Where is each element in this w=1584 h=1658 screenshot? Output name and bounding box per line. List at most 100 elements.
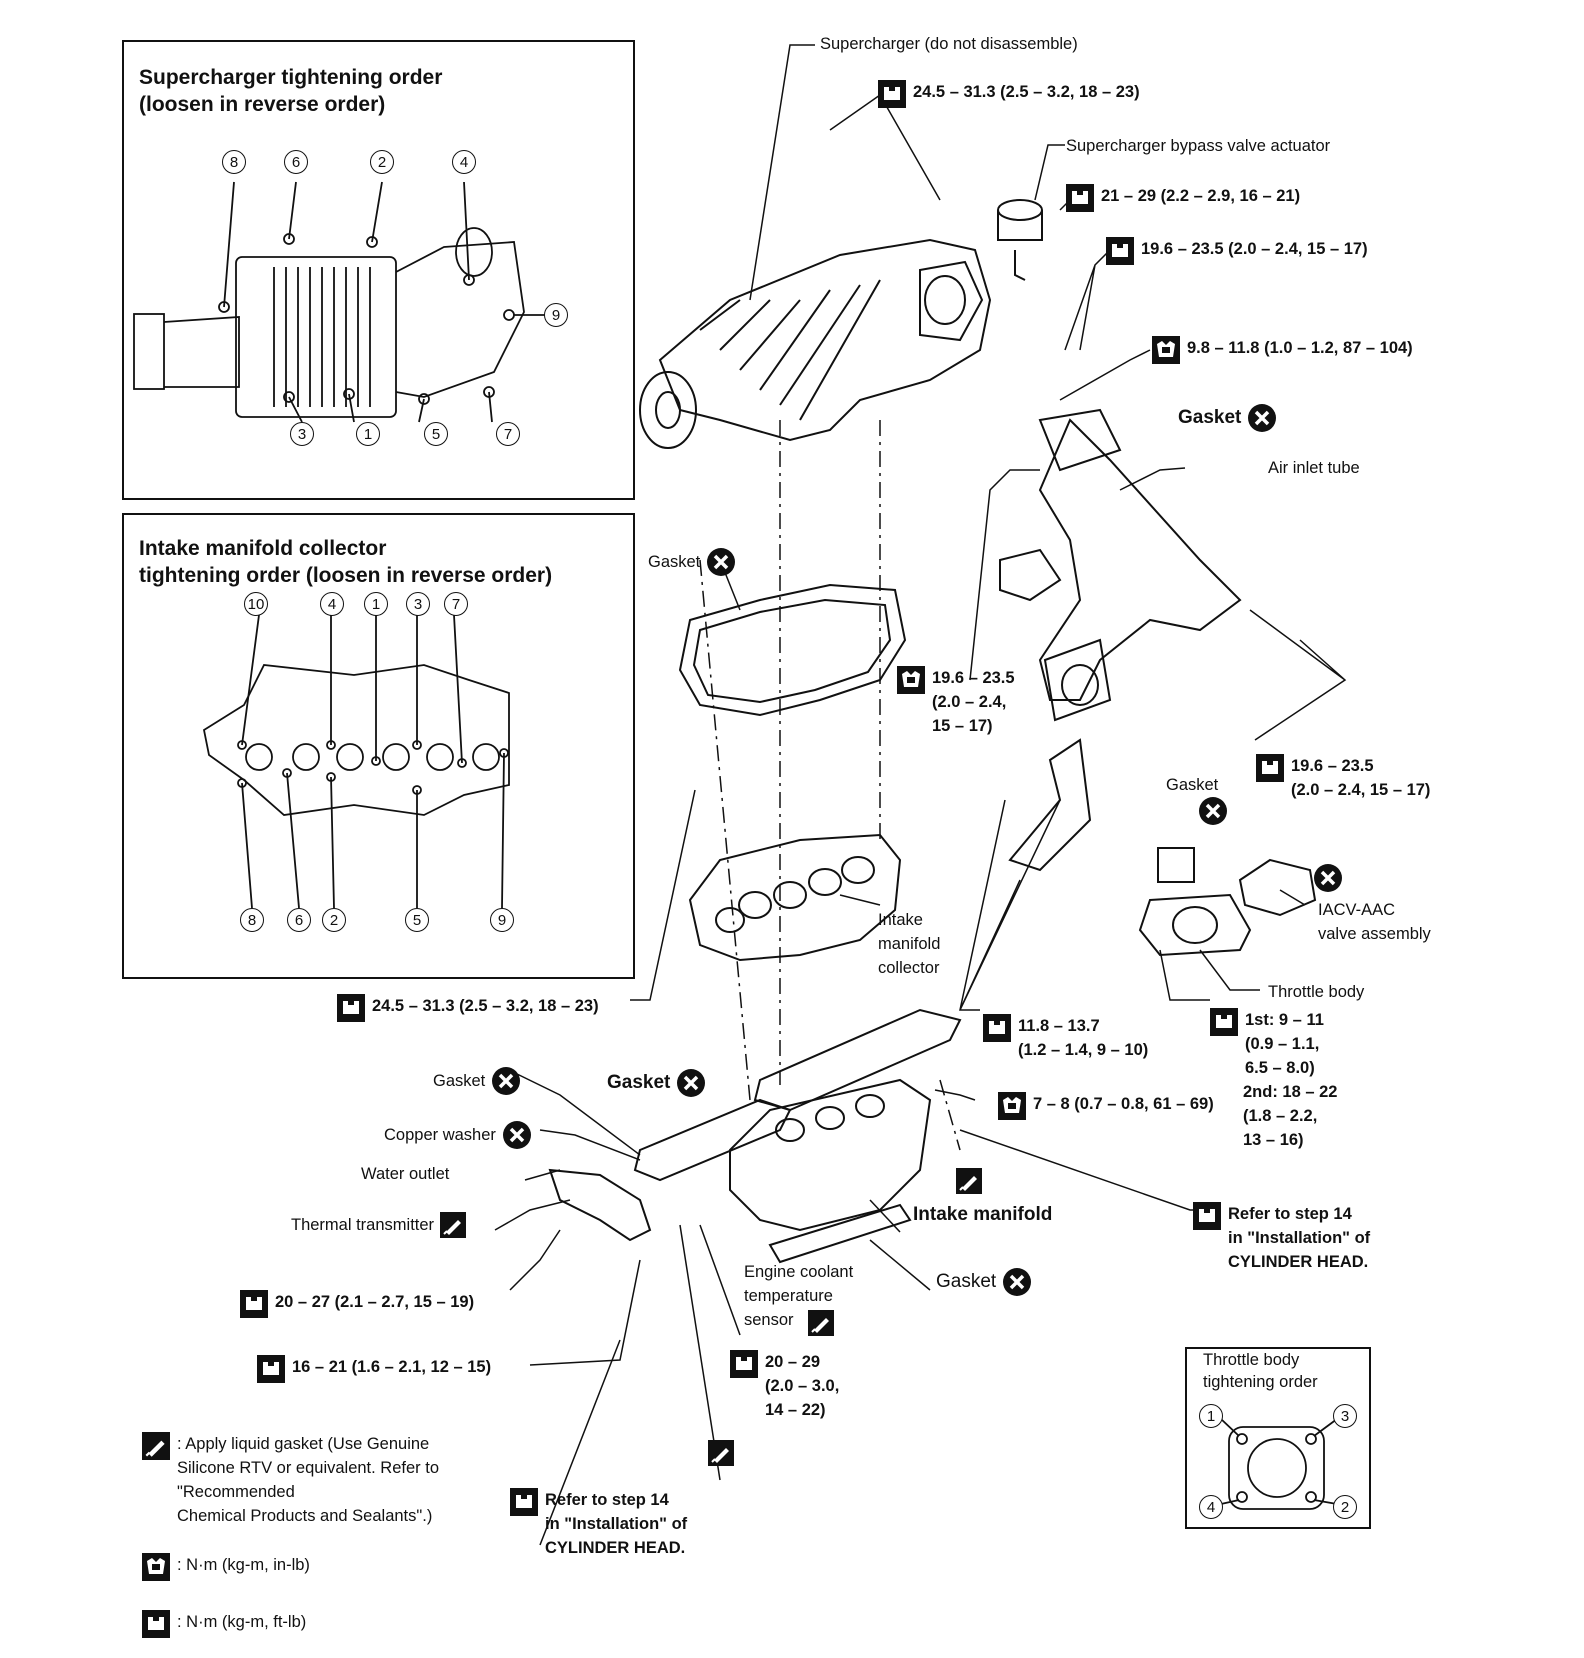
legend-ftlb: : N·m (kg-m, ft-lb) <box>142 1610 306 1638</box>
torque-callout: 21 – 29 (2.2 – 2.9, 16 – 21) <box>1066 184 1300 212</box>
gasket-label: Gasket <box>433 1072 486 1090</box>
torque-ftlb-icon <box>983 1014 1011 1042</box>
liquid-gasket-icon <box>142 1432 170 1460</box>
torque-value-second-stage: 2nd: 18 – 22 (1.8 – 2.2, 13 – 16) <box>1243 1083 1338 1149</box>
torque-inlb-icon <box>897 666 925 694</box>
torque-callout: Refer to step 14 in "Installation" of CY… <box>510 1488 687 1560</box>
torque-value: 19.6 – 23.5 (2.0 – 2.4, 15 – 17) <box>932 669 1015 735</box>
bracket-drawing <box>999 548 1062 602</box>
air-inlet-tube-label: Air inlet tube <box>1268 459 1360 477</box>
gasket-top-right: Gasket <box>1178 403 1277 433</box>
order-number-4: 4 <box>320 592 344 616</box>
gasket-label: Gasket <box>936 1271 997 1292</box>
liquid-gasket-icon <box>708 1440 734 1466</box>
torque-callout: 1st: 9 – 11 (0.9 – 1.1, 6.5 – 8.0) <box>1210 1008 1324 1080</box>
replace-x-icon <box>502 1121 531 1149</box>
gasket-lower-a: Gasket <box>433 1066 521 1096</box>
liquid-gasket-icon <box>440 1212 467 1238</box>
order-number-3: 3 <box>290 422 314 446</box>
torque-callout: 19.6 – 23.5 (2.0 – 2.4, 15 – 17) <box>897 666 1015 738</box>
replace-x-icon <box>1003 1268 1032 1296</box>
copper-washer: Copper washer <box>384 1120 532 1150</box>
torque-value: 19.6 – 23.5 (2.0 – 2.4, 15 – 17) <box>1291 757 1431 799</box>
ect-sensor-label: Engine coolant temperature sensor <box>744 1263 854 1329</box>
collector-order-title: Intake manifold collector tightening ord… <box>139 537 553 587</box>
replace-x-icon <box>1314 864 1342 892</box>
water-outlet-drawing <box>548 1168 652 1242</box>
torque-value: 21 – 29 (2.2 – 2.9, 16 – 21) <box>1101 187 1301 205</box>
torque-callout: 19.6 – 23.5 (2.0 – 2.4, 15 – 17) <box>1256 754 1430 802</box>
gasket-bottom: Gasket <box>936 1267 1032 1297</box>
legend-liquid-gasket: : Apply liquid gasket (Use Genuine Silic… <box>142 1432 439 1528</box>
torque-inlb-icon <box>142 1553 170 1581</box>
intake-manifold-drawing <box>729 1078 932 1264</box>
torque-value: 24.5 – 31.3 (2.5 – 3.2, 18 – 23) <box>372 997 599 1015</box>
supercharger-order-box: Supercharger tightening order (loosen in… <box>122 40 635 500</box>
refer-step-text: Refer to step 14 in "Installation" of CY… <box>545 1491 688 1557</box>
torque-callout: 24.5 – 31.3 (2.5 – 3.2, 18 – 23) <box>337 994 599 1022</box>
throttle-body-label: Throttle body <box>1268 983 1365 1001</box>
lower-gasket-drawing <box>753 1008 962 1112</box>
collector-order-box: Intake manifold collector tightening ord… <box>122 513 635 979</box>
order-number-3: 3 <box>406 592 430 616</box>
legend-inlb-text: : N·m (kg-m, in-lb) <box>177 1556 310 1574</box>
order-number-8: 8 <box>240 908 264 932</box>
torque-inlb-icon <box>1152 336 1180 364</box>
gasket-throttle-label: Gasket <box>1166 776 1219 794</box>
liquid-gasket-icon <box>808 1310 834 1336</box>
leader-lines <box>494 44 1347 1546</box>
torque-inlb-icon <box>998 1092 1026 1120</box>
torque-callout: 19.6 – 23.5 (2.0 – 2.4, 15 – 17) <box>1106 237 1368 265</box>
collector-top-view-drawing <box>202 614 510 909</box>
order-number-7: 7 <box>444 592 468 616</box>
gasket-label: Gasket <box>607 1072 671 1093</box>
throttle-order-4: 4 <box>1199 1495 1223 1519</box>
legend-liquid-gasket-text: : Apply liquid gasket (Use Genuine Silic… <box>177 1435 439 1525</box>
torque-callout: 20 – 29 (2.0 – 3.0, 14 – 22) <box>730 1350 839 1422</box>
torque-callout: 7 – 8 (0.7 – 0.8, 61 – 69) <box>998 1092 1214 1120</box>
thermal-transmitter: Thermal transmitter <box>291 1212 467 1238</box>
replace-x-icon <box>677 1069 706 1097</box>
throttle-body-drawing <box>1138 847 1252 957</box>
throttle-order-2: 2 <box>1333 1495 1357 1519</box>
order-number-9: 9 <box>490 908 514 932</box>
replace-x-icon <box>707 548 736 576</box>
supercharger-order-title: Supercharger tightening order (loosen in… <box>139 66 443 116</box>
order-number-9: 9 <box>544 303 568 327</box>
torque-ftlb-icon <box>1193 1202 1221 1230</box>
torque-callout: 9.8 – 11.8 (1.0 – 1.2, 87 – 104) <box>1152 336 1413 364</box>
torque-callout: Refer to step 14 in "Installation" of CY… <box>1193 1202 1370 1274</box>
torque-ftlb-icon <box>510 1488 538 1516</box>
air-inlet-tube-drawing <box>1038 408 1242 722</box>
refer-step-text: Refer to step 14 in "Installation" of CY… <box>1228 1205 1371 1271</box>
alignment-lines <box>699 420 961 1151</box>
torque-value: 24.5 – 31.3 (2.5 – 3.2, 18 – 23) <box>913 83 1140 101</box>
bypass-actuator-drawing <box>997 199 1043 281</box>
torque-ftlb-icon <box>1106 237 1134 265</box>
copper-washer-label: Copper washer <box>384 1126 496 1144</box>
order-number-10: 10 <box>244 592 268 616</box>
gasket-left: Gasket <box>648 547 736 577</box>
order-number-5: 5 <box>424 422 448 446</box>
order-number-7: 7 <box>496 422 520 446</box>
replace-x-icon <box>492 1067 521 1095</box>
order-number-6: 6 <box>284 150 308 174</box>
replace-x-icon <box>1199 797 1227 825</box>
order-number-8: 8 <box>222 150 246 174</box>
torque-ftlb-icon <box>878 80 906 108</box>
throttle-order-title: Throttle body tightening order <box>1203 1351 1318 1391</box>
torque-ftlb-icon <box>1066 184 1094 212</box>
supercharger-label: Supercharger (do not disassemble) <box>820 35 1078 53</box>
torque-ftlb-icon <box>240 1290 268 1318</box>
thermal-transmitter-label: Thermal transmitter <box>291 1216 435 1234</box>
torque-ftlb-icon <box>730 1350 758 1378</box>
throttle-order-1: 1 <box>1199 1404 1223 1428</box>
torque-value: 19.6 – 23.5 (2.0 – 2.4, 15 – 17) <box>1141 240 1368 258</box>
water-outlet-label: Water outlet <box>361 1165 450 1183</box>
liquid-gasket-icon <box>956 1168 982 1194</box>
torque-callout: 16 – 21 (1.6 – 2.1, 12 – 15) <box>257 1355 491 1383</box>
supercharger-drawing <box>639 238 992 449</box>
throttle-order-box: Throttle body tightening order 1 3 4 2 <box>1185 1347 1371 1529</box>
torque-callout: 24.5 – 31.3 (2.5 – 3.2, 18 – 23) <box>878 80 1140 108</box>
torque-callout: 20 – 27 (2.1 – 2.7, 15 – 19) <box>240 1290 474 1318</box>
